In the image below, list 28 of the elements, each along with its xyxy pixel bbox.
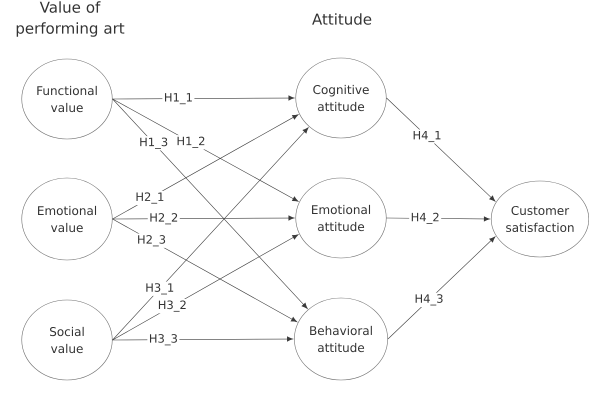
heading: Value of performing art <box>16 1 124 37</box>
heading: Attitude <box>312 13 372 25</box>
ellipse-node: Functional value <box>21 58 113 140</box>
arrow <box>112 218 298 322</box>
edge-label: H2_3 <box>135 234 168 248</box>
ellipse-node: Emotional value <box>21 178 113 260</box>
edge-label: H4_2 <box>409 211 442 226</box>
edge-label: H1_2 <box>174 135 207 150</box>
arrow <box>386 98 496 202</box>
edge-label: H1_3 <box>138 136 170 150</box>
ellipse-node: Social value <box>21 300 113 380</box>
arrow <box>112 98 308 309</box>
arrow <box>388 236 496 340</box>
arrow <box>112 114 298 220</box>
ellipse-node: Emotional attitude <box>295 178 387 258</box>
arrow <box>112 127 309 340</box>
edge-label: H2_2 <box>148 212 180 226</box>
ellipse-node: Cognitive attitude <box>295 58 387 138</box>
ellipse-node: Behavioral attitude <box>294 298 388 380</box>
edge-label: H4_3 <box>413 292 446 307</box>
edge-label: H1_1 <box>162 92 194 106</box>
edge-label: H3_1 <box>144 282 176 296</box>
edge-label: H4_1 <box>411 129 444 144</box>
edge-label: H3_2 <box>156 298 188 314</box>
arrow <box>112 234 298 340</box>
ellipse-node: Customer satisfaction <box>490 180 589 258</box>
edge-label: H2_1 <box>134 190 166 206</box>
edge-label: H3_3 <box>147 332 180 347</box>
